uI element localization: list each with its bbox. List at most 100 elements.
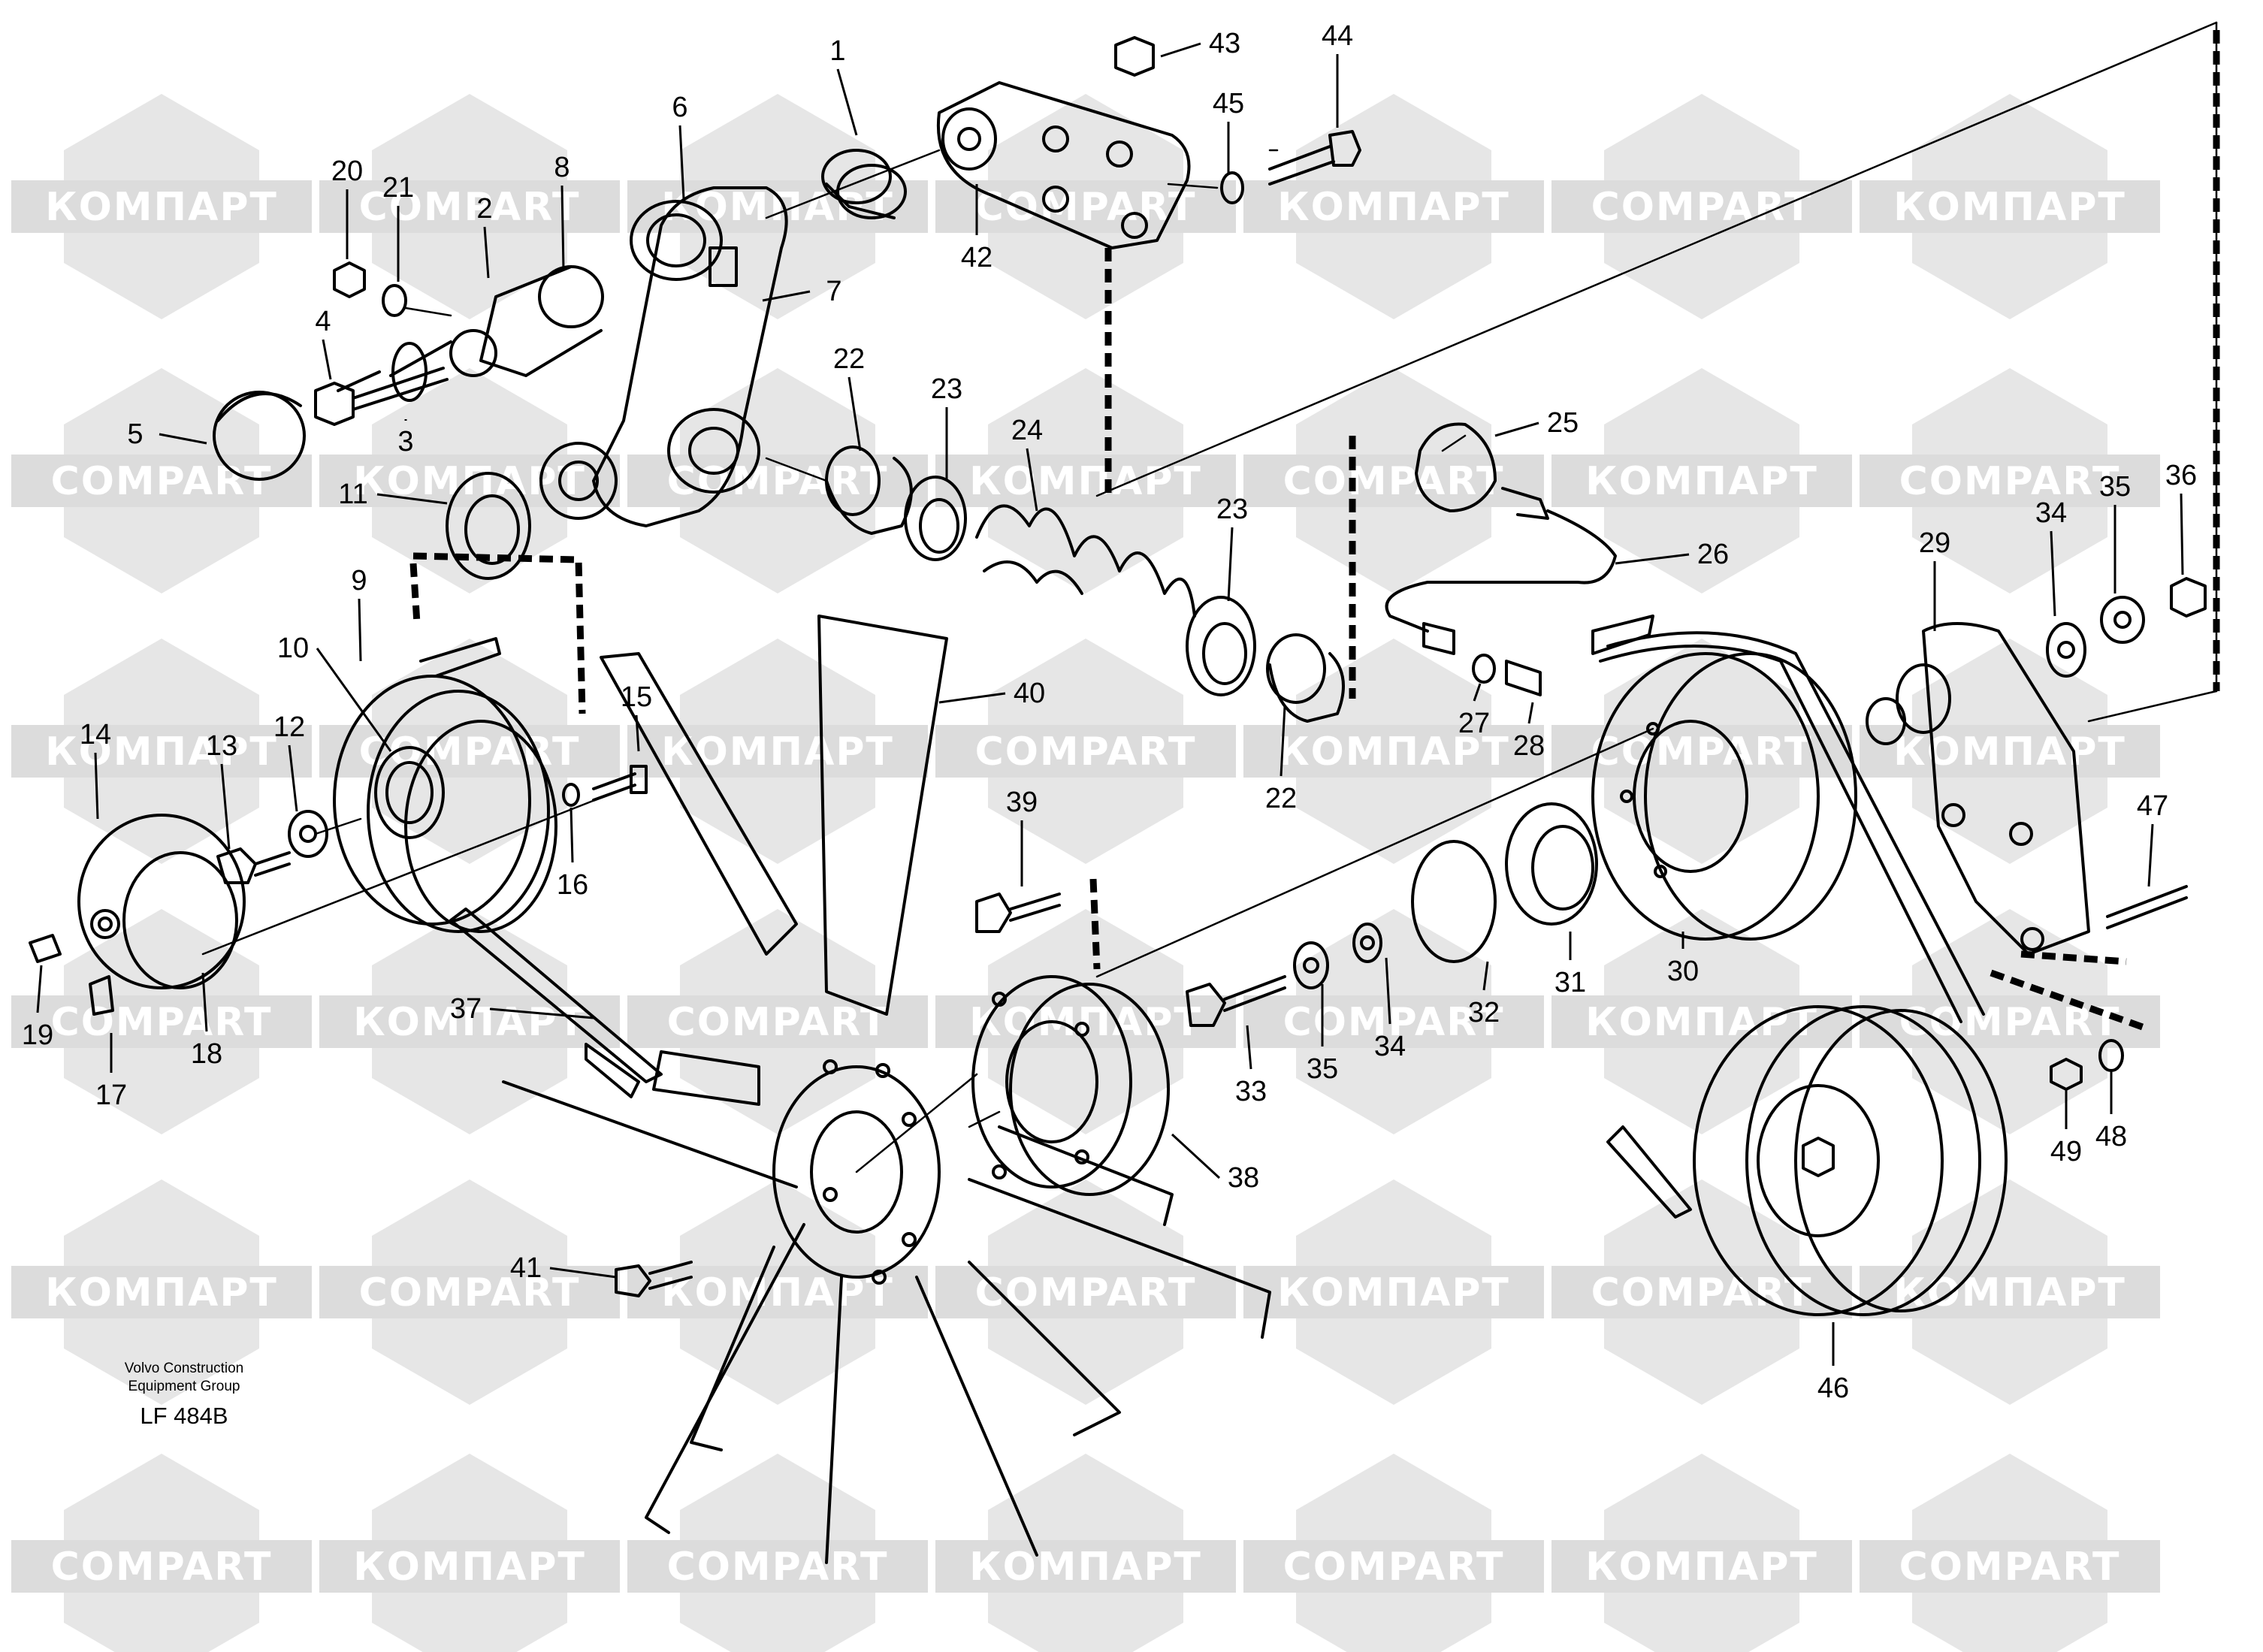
washer-45	[1220, 171, 1244, 204]
callout-leader	[1227, 527, 1234, 602]
callout-number: 18	[191, 1038, 222, 1070]
watermark-text: COMPART	[51, 459, 273, 504]
watermark-bar	[1243, 995, 1544, 1048]
callout-number: 28	[1513, 730, 1545, 762]
watermark-text: КОМПАРТ	[353, 459, 586, 504]
callout-leader	[1026, 448, 1038, 512]
pulley-46	[1693, 1005, 2008, 1316]
watermark-text: КОМПАРТ	[1277, 729, 1510, 775]
callout-leader	[570, 807, 574, 863]
watermark-tile: КОМПАРТ	[627, 94, 928, 319]
washer-12	[288, 810, 328, 858]
watermark-bar	[627, 1540, 928, 1593]
watermark-text: КОМПАРТ	[969, 1000, 1202, 1045]
callout-number: 32	[1468, 997, 1500, 1028]
watermark-tile: COMPART	[935, 1179, 1236, 1405]
watermark-tile: COMPART	[319, 1179, 620, 1405]
callout-number: 9	[351, 565, 367, 596]
watermark-text: КОМПАРТ	[1585, 1545, 1818, 1590]
watermark-bar	[1243, 1266, 1544, 1318]
clip-17	[89, 975, 114, 1016]
callout-leader	[1615, 553, 1690, 565]
bolt-39	[975, 892, 1061, 933]
watermark-text: COMPART	[667, 1000, 889, 1045]
callout-number: 3	[397, 426, 413, 458]
callout-number: 26	[1697, 539, 1729, 570]
callout-number: 35	[2099, 471, 2131, 503]
bolt-47	[2106, 885, 2188, 929]
callout-leader	[483, 226, 490, 279]
watermark-tile: COMPART	[935, 94, 1236, 319]
callout-number: 34	[1374, 1031, 1406, 1062]
callout-leader	[847, 376, 862, 452]
callout-number: 34	[2035, 497, 2067, 529]
callout-leader	[938, 692, 1006, 704]
callout-leader	[762, 290, 811, 302]
sensor-25	[1415, 422, 1549, 520]
watermark-text: COMPART	[359, 1270, 581, 1315]
callout-leader	[36, 965, 43, 1013]
watermark-text: COMPART	[51, 1000, 273, 1045]
bolt-33	[1186, 975, 1286, 1027]
callout-number: 41	[510, 1252, 542, 1284]
watermark-bar	[935, 180, 1236, 233]
callout-number: 47	[2137, 790, 2168, 822]
callout-leader	[1171, 1133, 1221, 1179]
watermark-bar	[1551, 455, 1852, 507]
pulley-30	[1591, 652, 1857, 941]
nut-36	[2170, 577, 2207, 618]
cap-5	[213, 391, 306, 481]
watermark-bar	[1551, 995, 1852, 1048]
callout-number: 48	[2095, 1121, 2127, 1152]
watermark-text: КОМПАРТ	[661, 729, 894, 775]
watermark-bar	[935, 725, 1236, 778]
callout-leader	[635, 714, 640, 752]
watermark-bar	[11, 455, 312, 507]
callout-number: 35	[1307, 1053, 1338, 1085]
bracket-42	[936, 81, 1191, 249]
watermark-tile: COMPART	[11, 1454, 312, 1652]
watermark-tile: КОМПАРТ	[627, 639, 928, 864]
callout-number: 29	[1919, 527, 1950, 559]
callout-number: 1	[829, 35, 845, 67]
watermark-text: COMPART	[51, 1545, 273, 1590]
callout-number: 23	[1216, 494, 1248, 525]
callout-leader	[316, 648, 392, 752]
watermark-text: КОМПАРТ	[1893, 729, 2126, 775]
watermark-text: COMPART	[1899, 459, 2121, 504]
watermark-text: КОМПАРТ	[1893, 1270, 2126, 1315]
watermark-text: КОМПАРТ	[1585, 459, 1818, 504]
watermark-bar	[319, 1266, 620, 1318]
bolt-41	[615, 1261, 693, 1297]
callout-number: 19	[22, 1019, 53, 1051]
belt-37	[449, 908, 663, 1098]
watermark-tile: COMPART	[935, 639, 1236, 864]
callout-number: 13	[206, 730, 237, 762]
watermark-tile: КОМПАРТ	[627, 1179, 928, 1405]
washer-35-right	[2100, 596, 2145, 644]
watermark-text: COMPART	[1899, 1545, 2121, 1590]
watermark-text: COMPART	[1283, 1000, 1505, 1045]
callout-number: 17	[95, 1080, 127, 1111]
watermark-tile: COMPART	[627, 1454, 928, 1652]
watermark-tile: COMPART	[319, 639, 620, 864]
callout-number: 15	[621, 681, 652, 713]
pulley-9	[333, 637, 557, 933]
watermark-tile: COMPART	[319, 94, 620, 319]
callout-leader	[2147, 823, 2154, 887]
callout-number: 21	[382, 172, 414, 204]
watermark-bar	[1860, 455, 2160, 507]
callout-leader	[220, 763, 231, 850]
watermark-text: КОМПАРТ	[1893, 185, 2126, 230]
callout-number: 42	[961, 242, 993, 273]
watermark-tile: COMPART	[1860, 1454, 2160, 1652]
watermark-bar	[11, 1540, 312, 1593]
callout-leader	[1482, 961, 1489, 991]
dashed-links	[409, 30, 2220, 1033]
watermark-tile: КОМПАРТ	[1860, 1179, 2160, 1405]
watermark-bar	[319, 725, 620, 778]
watermark-text: COMPART	[1283, 1545, 1505, 1590]
watermark-tile: COMPART	[627, 368, 928, 593]
washer-21	[382, 284, 407, 317]
